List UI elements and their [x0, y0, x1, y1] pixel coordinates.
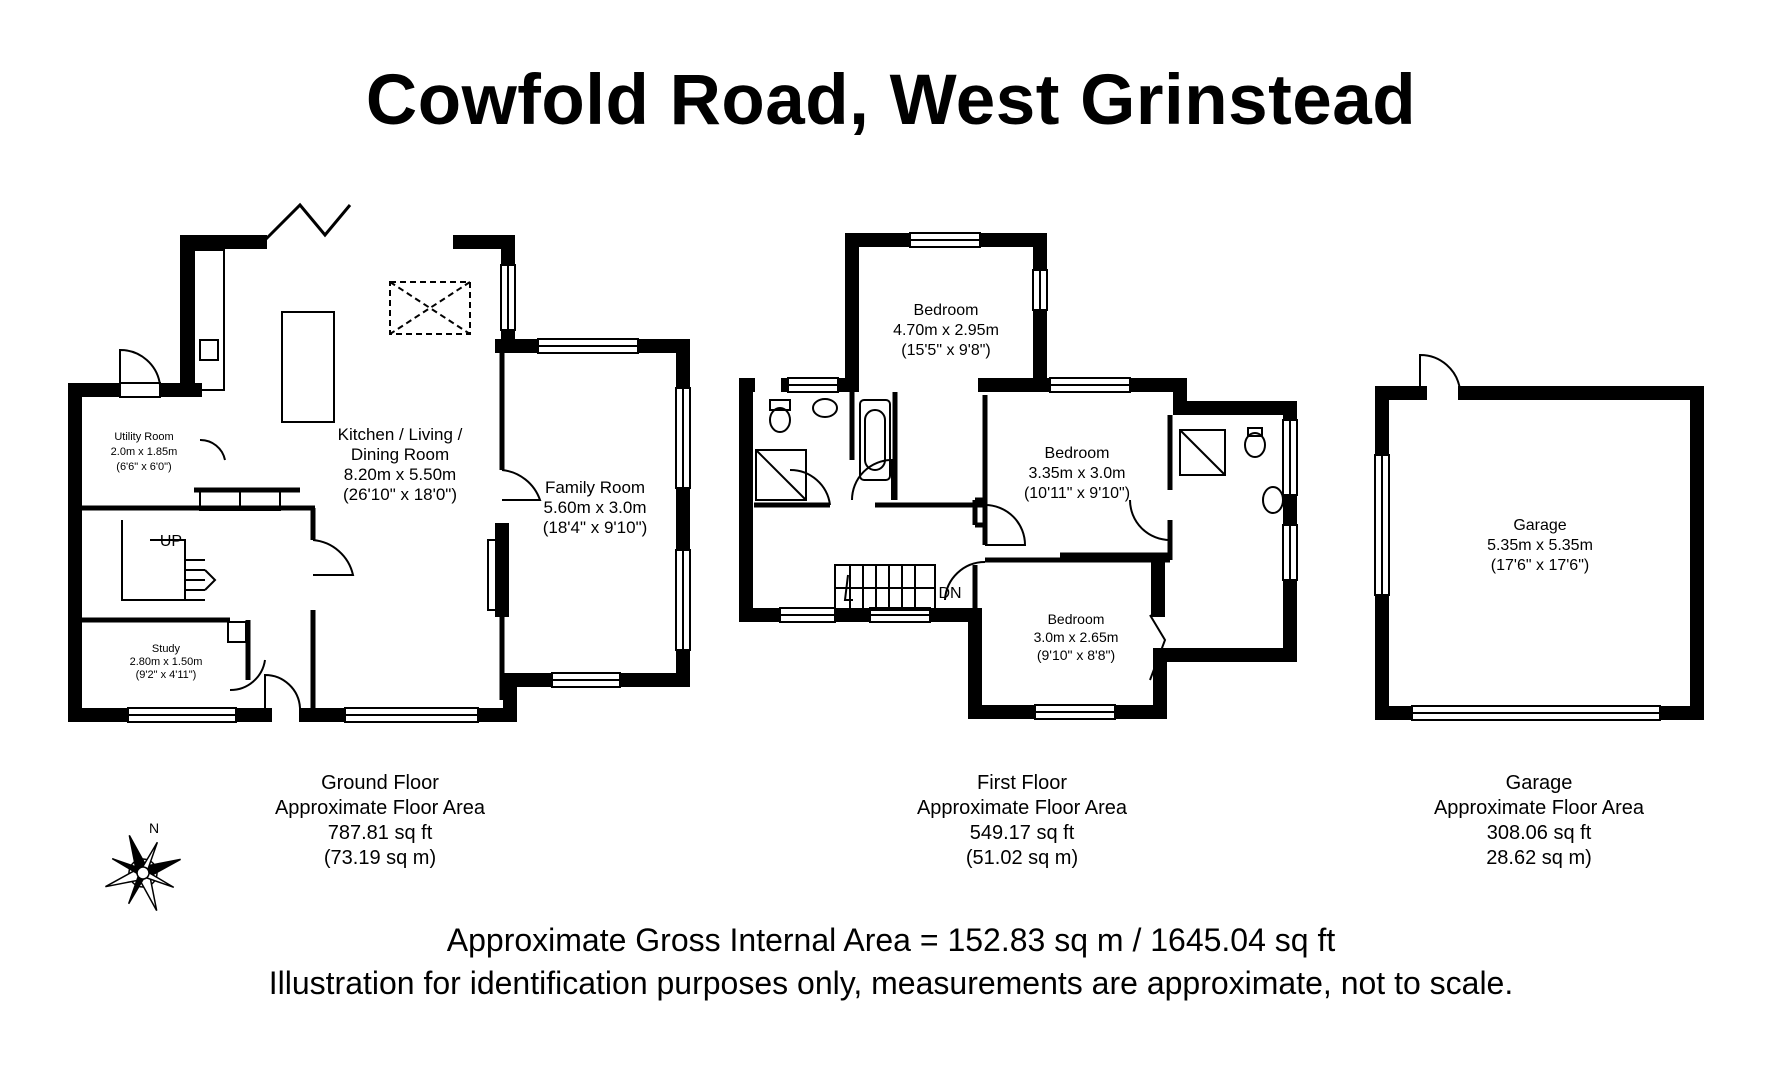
bedroom-1-metric: 4.70m x 2.95m	[893, 322, 999, 339]
ground-floor-area-name: Ground Floor	[321, 772, 439, 794]
ground-floor-area-sqft: 787.81 sq ft	[327, 822, 433, 844]
first-floor-area-sqm: (51.02 sq m)	[965, 847, 1079, 869]
garage-area: Garage Approximate Floor Area 308.06 sq …	[1329, 771, 1749, 871]
first-floor-area-label: Approximate Floor Area	[916, 797, 1128, 819]
ground-floor-area-label: Approximate Floor Area	[274, 797, 486, 819]
utility-room-name: Utility Room	[114, 431, 173, 443]
bedroom-2-imperial: (10'11" x 9'10")	[1024, 485, 1130, 502]
study-imperial: (9'2" x 4'11")	[136, 669, 197, 681]
utility-room-imperial: (6'6" x 6'0")	[116, 461, 171, 473]
kitchen-room-name2: Dining Room	[351, 445, 449, 464]
bedroom-1-name: Bedroom	[914, 302, 979, 319]
garage-door	[1419, 353, 1461, 391]
ground-floor-area-sqm: (73.19 sq m)	[323, 847, 437, 869]
garage-room-imperial: (17'6" x 17'6")	[1491, 557, 1589, 574]
bedroom-3-metric: 3.0m x 2.65m	[1034, 629, 1119, 645]
garage-area-sqft: 308.06 sq ft	[1486, 822, 1592, 844]
stairs-down-label: DN	[938, 585, 961, 602]
first-floor-stairs	[834, 564, 936, 611]
kitchen-room-imperial: (26'10" x 18'0")	[343, 485, 457, 504]
family-room-imperial: (18'4" x 9'10")	[543, 518, 648, 537]
bathroom-fixtures	[755, 398, 1284, 514]
kitchen-units	[193, 249, 501, 611]
ground-floor-walls	[68, 235, 690, 722]
ground-floor-windows	[119, 264, 691, 723]
garage-windows	[1374, 454, 1661, 721]
stairs-up-label: UP	[160, 533, 182, 550]
study-name: Study	[152, 643, 181, 655]
garage-area-label: Approximate Floor Area	[1433, 797, 1645, 819]
ground-floor-area: Ground Floor Approximate Floor Area 787.…	[170, 771, 590, 871]
first-floor-labels: Bedroom 4.70m x 2.95m (15'5" x 9'8") Bed…	[893, 302, 1130, 663]
first-floor-area-sqft: 549.17 sq ft	[969, 822, 1075, 844]
garage-area-sqm: 28.62 sq m)	[1486, 847, 1592, 869]
ground-floor-internal-walls	[82, 353, 505, 708]
garage-labels: Garage 5.35m x 5.35m (17'6" x 17'6")	[1487, 517, 1593, 574]
garage-plan	[1374, 353, 1704, 721]
bedroom-1-imperial: (15'5" x 9'8")	[901, 342, 991, 359]
kitchen-room-metric: 8.20m x 5.50m	[344, 465, 456, 484]
ground-floor-labels: Utility Room 2.0m x 1.85m (6'6" x 6'0") …	[111, 425, 648, 681]
family-room-metric: 5.60m x 3.0m	[544, 498, 647, 517]
bifold-door	[263, 202, 352, 242]
compass-north-label: N	[149, 820, 159, 836]
page-title: Cowfold Road, West Grinstead	[365, 61, 1417, 140]
first-floor-area-name: First Floor	[977, 772, 1067, 794]
gross-internal-area: Approximate Gross Internal Area = 152.83…	[446, 922, 1336, 958]
bedroom-2-metric: 3.35m x 3.0m	[1029, 465, 1126, 482]
compass-rose	[105, 835, 181, 911]
garage-room-name: Garage	[1513, 517, 1566, 534]
family-room-name: Family Room	[545, 478, 645, 497]
garage-walls	[1375, 386, 1704, 720]
bedroom-3-name: Bedroom	[1048, 611, 1105, 627]
ground-floor-doors	[119, 348, 542, 709]
disclaimer: Illustration for identification purposes…	[268, 965, 1514, 1001]
kitchen-room-name: Kitchen / Living /	[338, 425, 463, 444]
ground-floor-stairs	[121, 520, 247, 643]
utility-room-metric: 2.0m x 1.85m	[111, 446, 178, 458]
first-floor-walls	[739, 233, 1297, 719]
bedroom-2-name: Bedroom	[1045, 445, 1110, 462]
ground-floor-plan	[68, 202, 691, 723]
first-floor-internal-walls	[754, 385, 1173, 615]
first-floor-windows	[779, 232, 1298, 720]
first-floor-plan	[739, 232, 1298, 720]
study-metric: 2.80m x 1.50m	[130, 656, 203, 668]
garage-area-name: Garage	[1505, 772, 1573, 794]
bedroom-3-imperial: (9'10" x 8'8")	[1037, 647, 1115, 663]
garage-room-metric: 5.35m x 5.35m	[1487, 537, 1593, 554]
first-floor-area: First Floor Approximate Floor Area 549.1…	[812, 771, 1232, 871]
